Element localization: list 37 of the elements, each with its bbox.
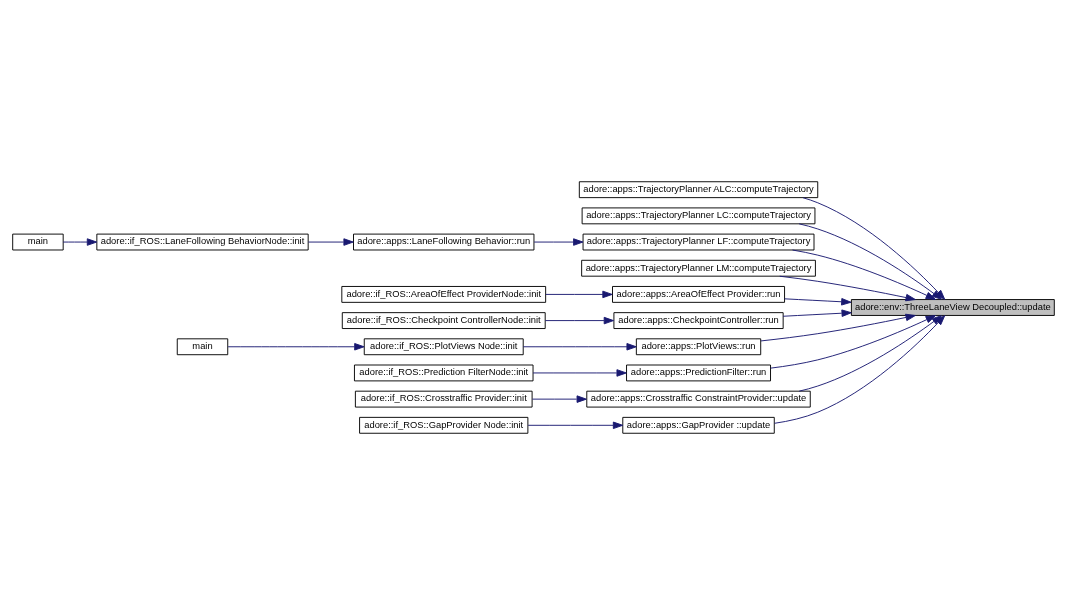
node-box: adore::apps::AreaOfEffect Provider::run <box>612 286 785 303</box>
arrow <box>531 395 587 403</box>
node-box: adore::if_ROS::AreaOfEffect ProviderNode::init <box>341 286 547 303</box>
arrow <box>62 238 98 246</box>
arrow <box>307 238 354 246</box>
node-box: adore::if_ROS::GapProvider Node::init <box>359 416 529 434</box>
arrow <box>784 298 852 306</box>
node-box: adore::apps::LaneFollowing Behavior::run <box>353 233 535 251</box>
node-box: adore::if_ROS::PlotViews Node::init <box>363 338 524 356</box>
node-box: adore::apps::PlotViews::run <box>635 338 762 356</box>
node-box: main <box>176 338 229 356</box>
arrow <box>527 421 624 430</box>
node-box: adore::apps::PredictionFilter::run <box>626 364 771 382</box>
node-box: adore::apps::TrajectoryPlanner LC::computeTrajectory <box>581 207 816 225</box>
arrow <box>760 313 916 342</box>
arrow <box>522 343 637 351</box>
arrow <box>782 309 852 317</box>
node-box: adore::if_ROS::LaneFollowing BehaviorNode::init <box>96 233 309 251</box>
node-box: adore::apps::CheckpointController::run <box>613 312 784 329</box>
node-box: adore::apps::GapProvider ::update <box>622 416 775 434</box>
arrow <box>545 290 613 299</box>
arrow <box>770 315 936 369</box>
node-box: adore::if_ROS::Prediction FilterNode::init <box>353 364 534 382</box>
node-box: adore::env::ThreeLaneView Decoupled::update <box>850 299 1055 316</box>
node-box: adore::apps::TrajectoryPlanner LM::computeTrajectory <box>581 259 816 277</box>
node-box: adore::if_ROS::Crosstraffic Provider::init <box>354 390 533 408</box>
node-box: main <box>12 233 64 251</box>
arrow <box>544 316 614 325</box>
arrow <box>533 238 584 246</box>
node-box: adore::apps::TrajectoryPlanner ALC::computeTrajectory <box>578 181 819 199</box>
node-box: adore::apps::TrajectoryPlanner LF::computeTrajectory <box>582 233 815 251</box>
arrow <box>532 369 627 377</box>
arrow <box>798 223 942 300</box>
node-box: adore::if_ROS::Checkpoint ControllerNode::init <box>341 312 546 329</box>
node-box: adore::apps::Crosstraffic ConstraintProvider::update <box>586 390 811 408</box>
arrow <box>227 343 365 351</box>
arrow <box>779 275 916 302</box>
